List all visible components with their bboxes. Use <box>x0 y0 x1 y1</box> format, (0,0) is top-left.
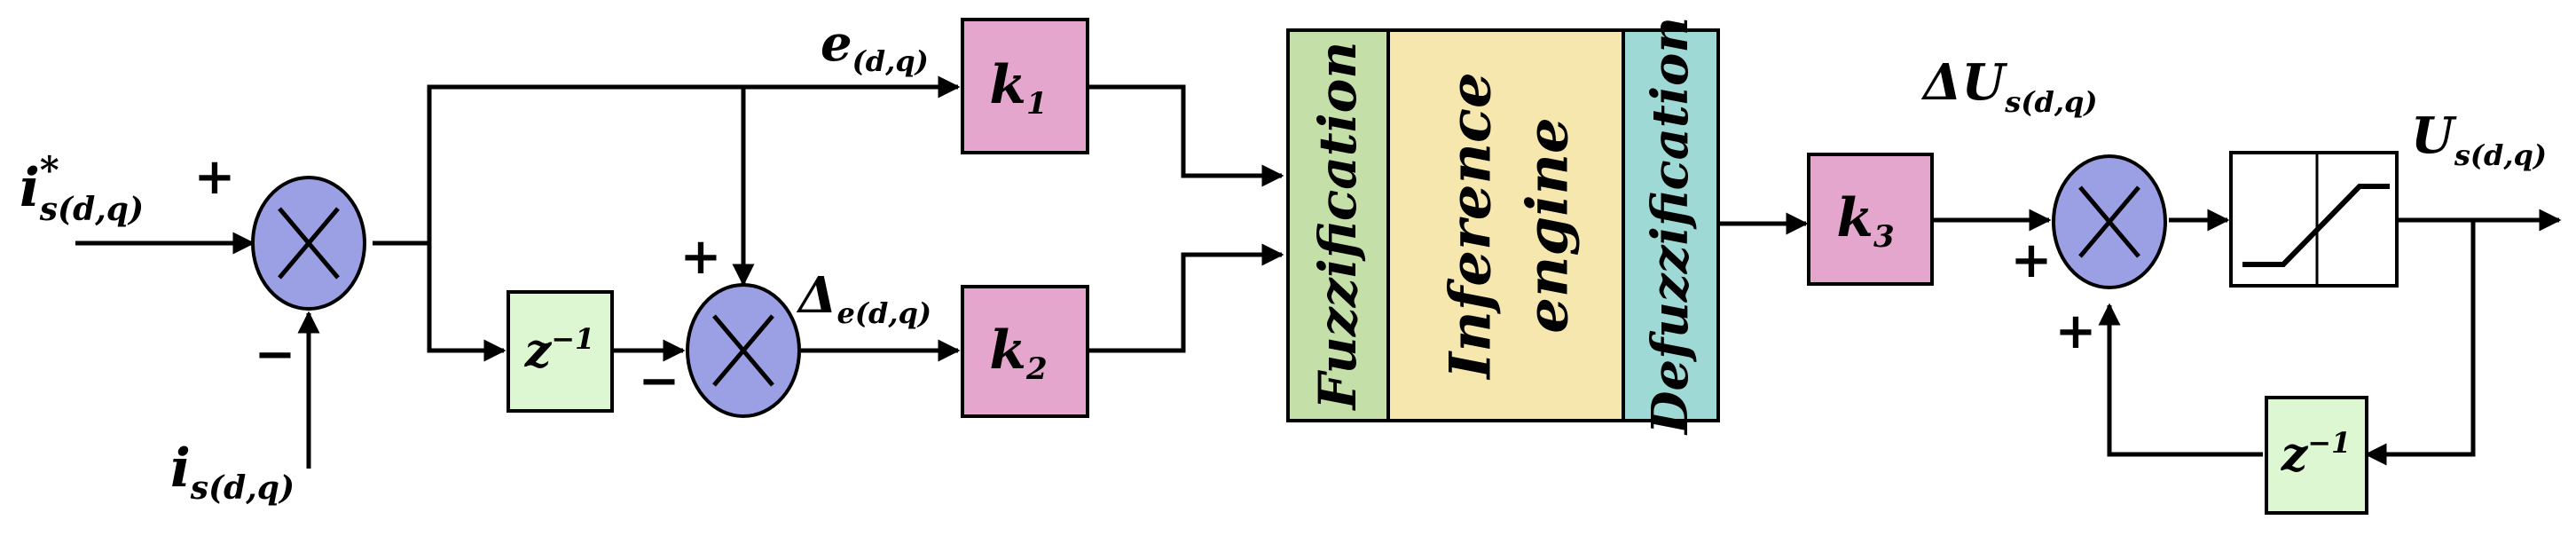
measured-current-symbol: i <box>170 437 191 500</box>
svg-text:k1: k1 <box>989 54 1047 122</box>
k2-subscript: 2 <box>1025 351 1048 387</box>
delay-1-symbol: z <box>524 324 553 378</box>
reference-current-symbol: i <box>20 157 40 219</box>
gain-block-k3: k3 <box>1807 153 1934 286</box>
measured-current-subscript: s(d,q) <box>190 469 295 507</box>
sign-plus-sum1-top: + <box>194 147 236 206</box>
svg-text:z−1: z−1 <box>524 322 595 378</box>
error-subscript: (d,q) <box>852 44 929 78</box>
error-symbol: e <box>821 14 852 73</box>
measured-current-label: is(d,q) <box>170 437 295 507</box>
sign-plus-sum3-left: + <box>2011 231 2053 289</box>
saturation-characteristic <box>2242 184 2390 267</box>
k1-subscript: 1 <box>1026 86 1048 122</box>
sign-minus-sum1-bottom: − <box>255 325 296 383</box>
reference-current-star: * <box>40 148 59 192</box>
fuzzy-logic-controller: Fuzzification Inference engine Defuzzifi… <box>1286 17 1720 436</box>
output-voltage-symbol: U <box>2411 106 2457 165</box>
delta-u-symbol: ΔU <box>1920 53 2007 112</box>
fuzzification-label: Fuzzification <box>1308 42 1368 412</box>
summing-junction-3 <box>2052 154 2167 289</box>
k3-subscript: 3 <box>1873 219 1895 255</box>
gain-block-k2: k2 <box>961 285 1089 418</box>
delay-2-symbol: z <box>2281 428 2309 482</box>
defuzzification-label: Defuzzification <box>1641 17 1700 436</box>
svg-text:z−1: z−1 <box>2281 426 2352 482</box>
k1-symbol: k <box>989 54 1026 116</box>
inference-label-line2: engine <box>1515 117 1582 334</box>
gain-block-k1: k1 <box>961 18 1089 154</box>
sign-plus-sum2-top: + <box>680 227 722 286</box>
svg-text:k2: k2 <box>989 319 1047 387</box>
summing-junction-2 <box>686 283 801 418</box>
sign-minus-sum2-left: − <box>639 351 680 410</box>
delay-2-exponent: −1 <box>2307 426 2351 460</box>
inference-engine-panel <box>1386 28 1625 422</box>
fuzzification-panel <box>1286 28 1390 422</box>
output-voltage-label: Us(d,q) <box>2411 106 2547 172</box>
unit-delay-block-1: z−1 <box>507 290 614 413</box>
signal-wires <box>75 75 2562 469</box>
saturation-block <box>2229 151 2399 288</box>
delta-error-subscript: e(d,q) <box>836 296 931 330</box>
k3-symbol: k <box>1836 187 1873 249</box>
output-voltage-subscript: s(d,q) <box>2454 138 2547 172</box>
delta-u-subscript: s(d,q) <box>2004 85 2097 119</box>
reference-current-label: i*s(d,q) <box>20 148 144 228</box>
delta-error-label: Δe(d,q) <box>796 266 931 330</box>
inference-label-line1: Inference <box>1438 72 1504 380</box>
delta-u-label: ΔUs(d,q) <box>1920 53 2097 119</box>
summing-junction-1 <box>251 176 366 311</box>
defuzzification-panel <box>1622 28 1720 422</box>
reference-current-subscript: s(d,q) <box>39 191 144 228</box>
unit-delay-block-2: z−1 <box>2265 396 2368 515</box>
sign-plus-sum3-bottom: + <box>2055 302 2097 360</box>
svg-text:k3: k3 <box>1836 187 1894 255</box>
error-label: e(d,q) <box>821 14 929 78</box>
k2-symbol: k <box>989 319 1026 382</box>
delta-error-symbol: Δ <box>796 266 836 325</box>
delay-1-exponent: −1 <box>551 322 594 356</box>
